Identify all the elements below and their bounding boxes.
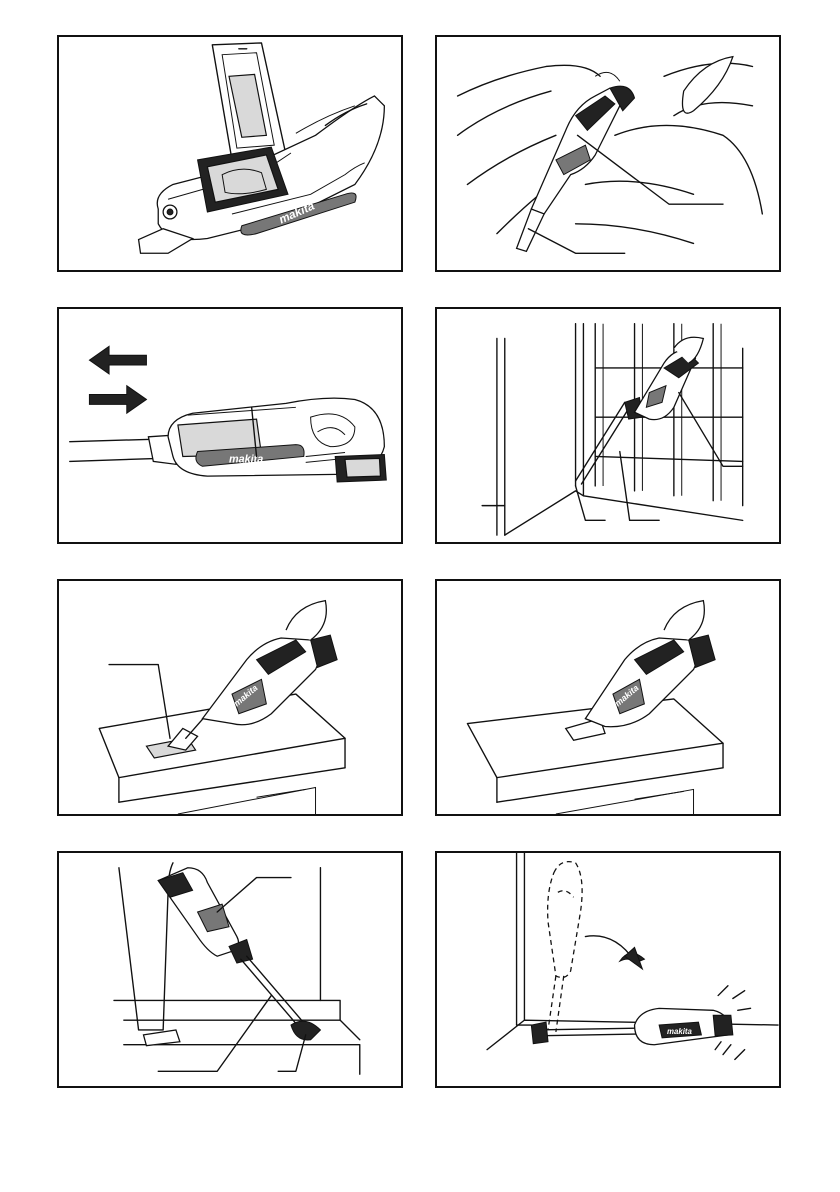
stairs-cleaning-illustration: [59, 853, 401, 1086]
figure-8-falling-cleaner: makita: [435, 851, 781, 1088]
figure-7-stairs: [57, 851, 403, 1088]
arrow-right-icon: [89, 386, 146, 414]
figure-6-table-direct: makita: [435, 579, 781, 816]
arrow-left-icon: [89, 346, 146, 374]
table-nozzle-cleaning-illustration: makita: [59, 581, 401, 814]
figure-1-open-lid: makita: [57, 35, 403, 272]
car-seat-crevice-cleaning-illustration: [437, 37, 779, 270]
figure-3-attach-detach: makita: [57, 307, 403, 544]
table-direct-cleaning-illustration: makita: [437, 581, 779, 814]
falling-cleaner-warning-illustration: makita: [437, 853, 779, 1086]
figure-2-car-seat: [435, 35, 781, 272]
window-frame-cleaning-illustration: [437, 309, 779, 542]
figure-4-window-frame: [435, 307, 781, 544]
figure-5-table-nozzle: makita: [57, 579, 403, 816]
makita-logo: makita: [667, 1027, 693, 1036]
makita-logo: makita: [229, 453, 263, 465]
attach-detach-arrows-illustration: makita: [59, 309, 401, 542]
open-dust-lid-illustration: makita: [59, 37, 401, 270]
